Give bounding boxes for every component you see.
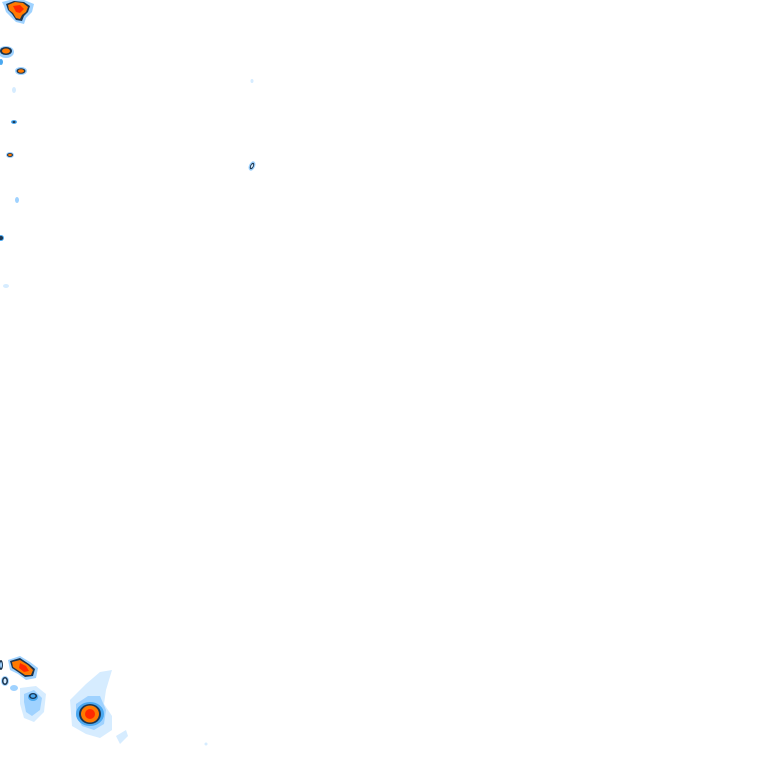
storm-cell-left-5: [6, 152, 14, 158]
storm-cell-left-7: [0, 235, 4, 241]
storm-cell-bottom-left-c: [20, 686, 46, 722]
storm-cell-left-1: [0, 46, 14, 65]
storm-cell-left-2: [15, 67, 27, 75]
storm-cell-bottom-left-a: [0, 656, 38, 680]
light-echo-left-6: [15, 197, 19, 203]
light-echo-left-3: [12, 87, 16, 93]
storm-cell-bottom-left-b: [1, 676, 18, 691]
storm-cell-center-2: [248, 161, 256, 171]
light-echo-left-8: [3, 284, 9, 288]
storm-cell-top-left: [2, 0, 34, 24]
light-echo-center-1: [250, 79, 254, 83]
storm-cell-left-4: [11, 120, 17, 124]
storm-cell-bottom-center: [70, 670, 208, 746]
